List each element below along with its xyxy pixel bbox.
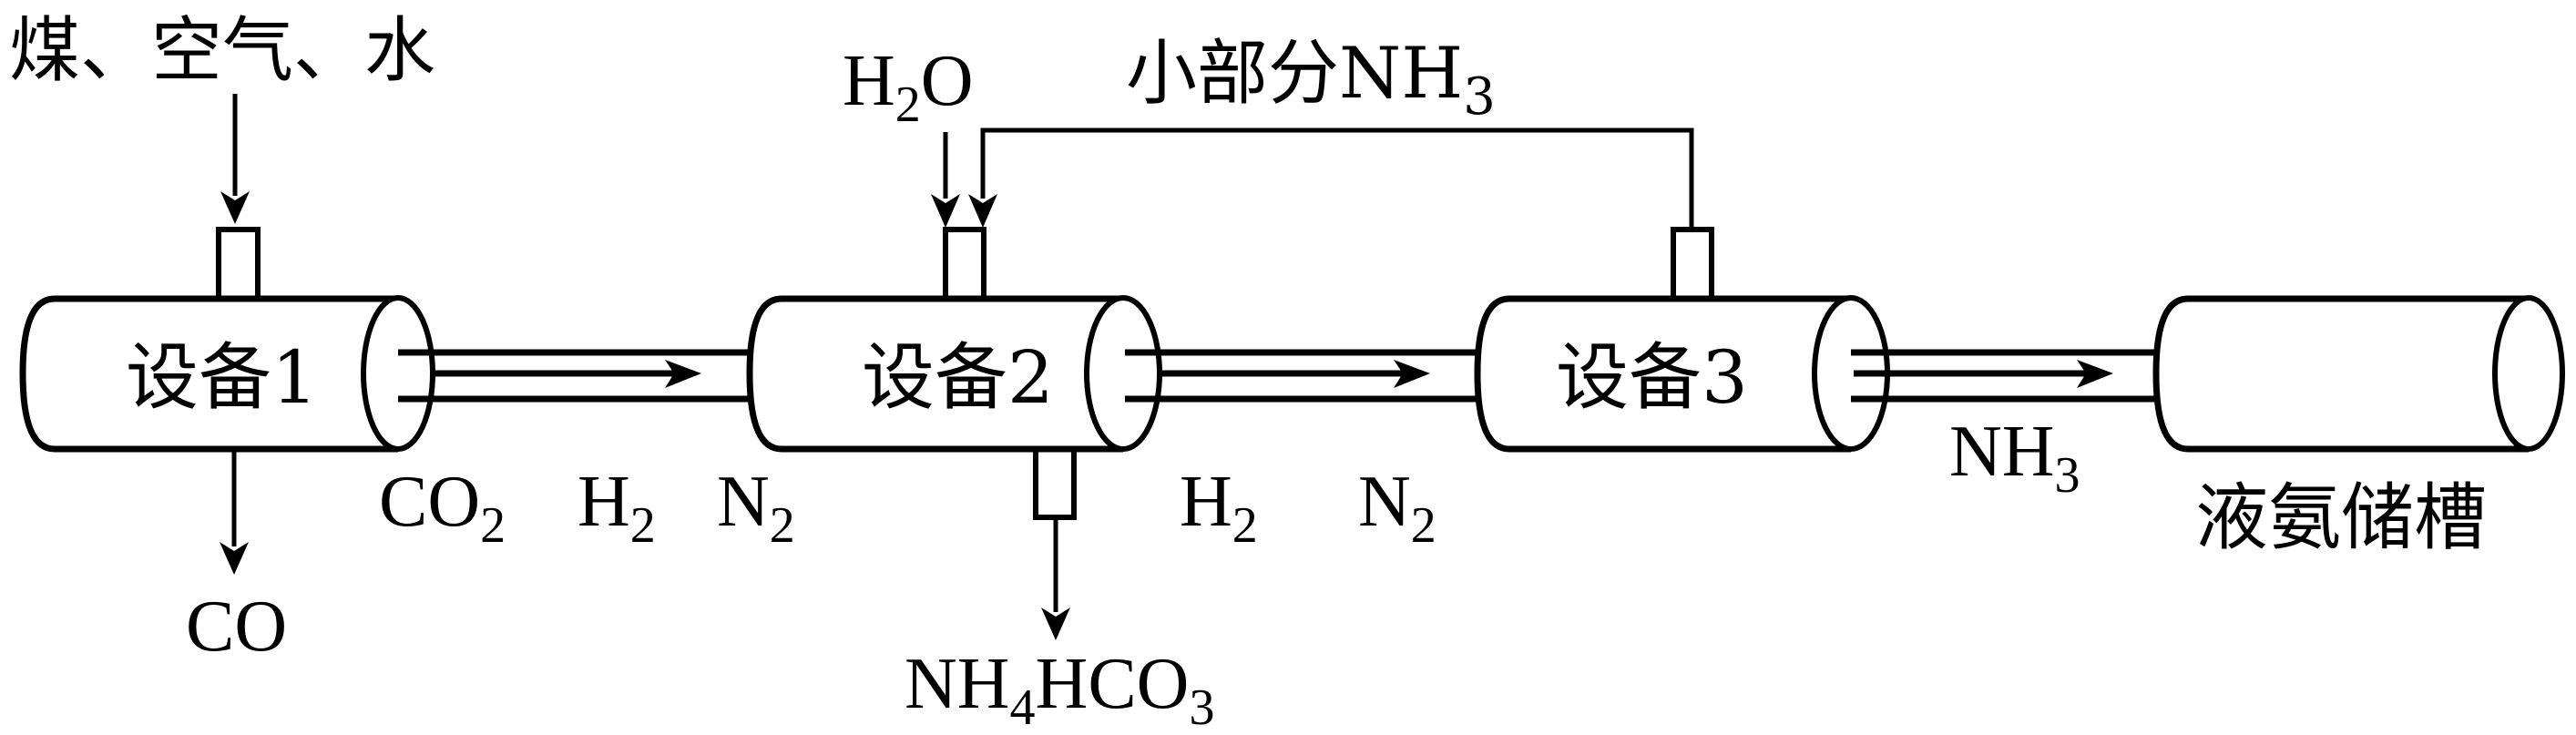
co-outlet-arrow [220, 449, 249, 575]
nh4hco3-outlet-arrow [1041, 516, 1070, 640]
recycle-nh3-line [968, 128, 1694, 230]
stream-labels-2: H2 N2 [1180, 462, 1436, 554]
stream-h2: H2 [1180, 462, 1258, 554]
pipe-unit1-to-unit2 [398, 349, 750, 403]
flow-arrow-head [1394, 360, 1430, 388]
unit2-label: 设备2 [862, 335, 1054, 420]
unit2-outlet-nozzle [1033, 446, 1077, 520]
stream-co2: CO2 [379, 462, 506, 554]
tank-end-cap [2492, 295, 2565, 452]
recycle-label: 小部分NH3 [1126, 33, 1496, 127]
pipe-unit3-to-tank [1851, 349, 2156, 403]
water-label: H2O [843, 41, 974, 133]
unit3-label: 设备3 [1556, 335, 1748, 420]
stream-n2: N2 [1358, 462, 1436, 554]
unit3-cylinder [1474, 227, 1890, 453]
ammonia-storage-tank [2152, 295, 2565, 453]
unit1-inlet-nozzle [216, 227, 261, 301]
feed-arrow [220, 94, 250, 224]
pipe-unit2-to-unit3 [1125, 349, 1477, 403]
stream-h2: H2 [578, 462, 656, 554]
co-label: CO [186, 587, 287, 667]
nh4hco3-label: NH4HCO3 [905, 644, 1214, 735]
unit2-cylinder [746, 227, 1162, 520]
unit1-end-cap [361, 295, 435, 452]
feed-label: 煤、空气、水 [9, 10, 435, 92]
flow-arrow-head [665, 360, 701, 388]
unit2-inlet-nozzle [943, 227, 986, 301]
tank-label: 液氨储槽 [2195, 475, 2487, 560]
unit1-label: 设备1 [126, 335, 318, 420]
unit3-outlet-nozzle [1671, 227, 1714, 301]
stream-n2: N2 [717, 462, 795, 554]
unit2-end-cap [1084, 295, 1162, 452]
stream-labels-1: CO2 H2 N2 [379, 462, 795, 554]
water-inlet-arrow [931, 132, 960, 228]
nh3-stream-label: NH3 [1949, 412, 2080, 504]
flow-arrow-head [2077, 360, 2113, 388]
